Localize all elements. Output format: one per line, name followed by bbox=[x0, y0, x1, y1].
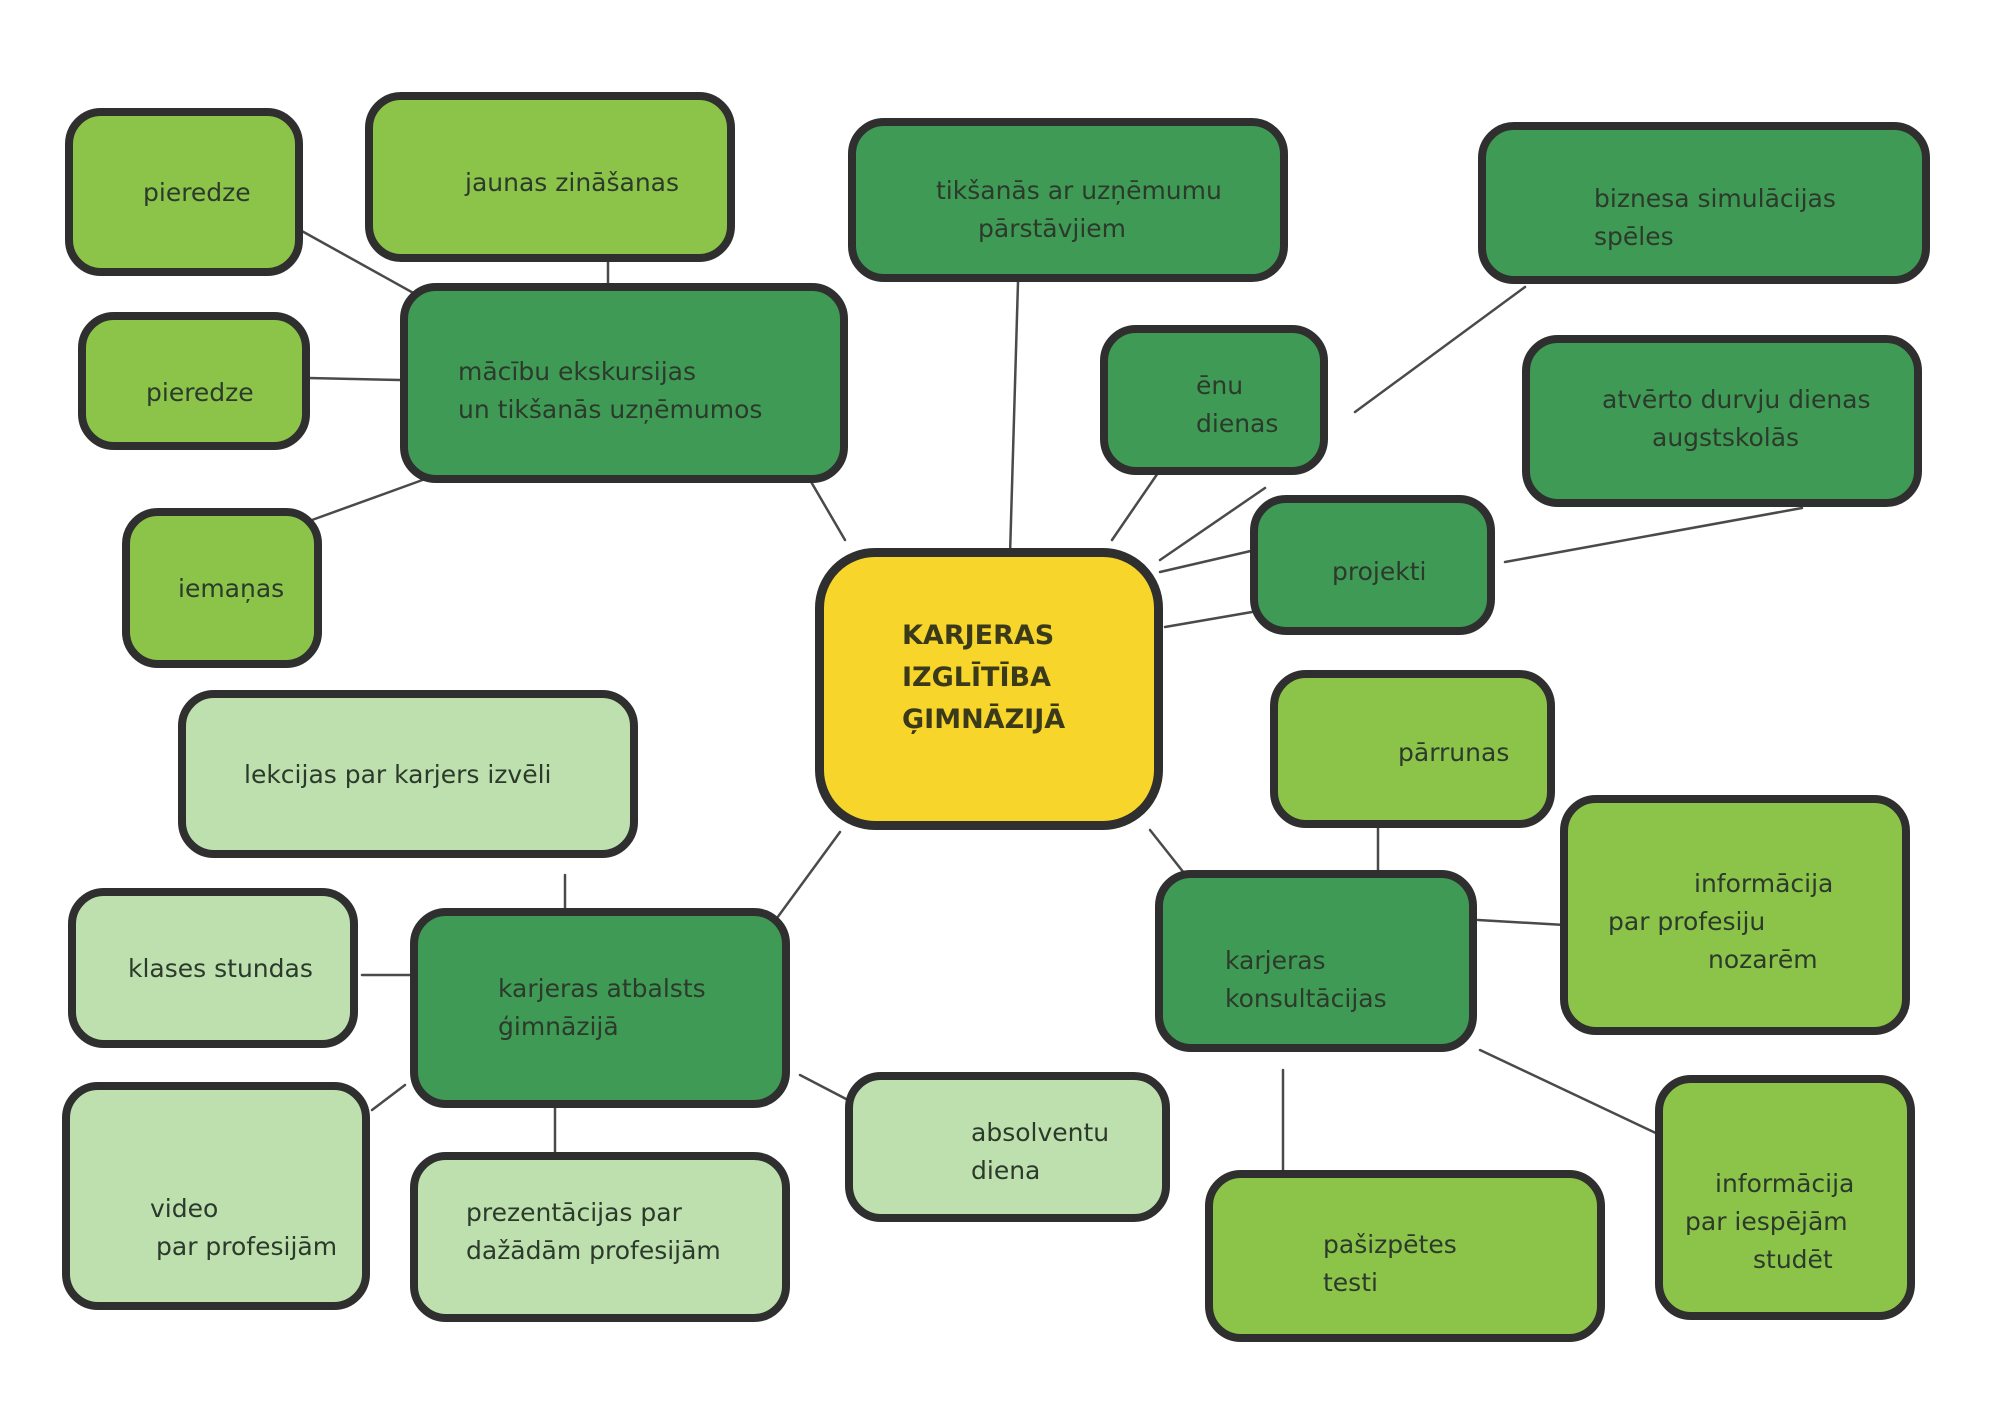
connector-line bbox=[1158, 486, 1267, 562]
connector-line bbox=[1478, 1048, 1662, 1137]
connector-line bbox=[808, 478, 847, 542]
node-label-line-2: diena bbox=[971, 1156, 1041, 1185]
connector-line bbox=[1353, 285, 1527, 414]
node-label-line-3: studēt bbox=[1753, 1245, 1833, 1274]
node-biznesa-simulacijas: biznesa simulācijas spēles bbox=[1478, 122, 1930, 284]
node-label-line-2: par profesiju bbox=[1608, 907, 1766, 936]
node-label-line-1: biznesa simulācijas bbox=[1594, 184, 1836, 213]
connector-line bbox=[775, 830, 842, 920]
node-pieredze-top: pieredze bbox=[65, 108, 303, 276]
node-label-line-1: mācību ekskursijas bbox=[458, 357, 697, 386]
node-label: iemaņas bbox=[178, 574, 285, 603]
node-tiksanas-ar-uznemumu: tikšanās ar uzņēmumu pārstāvjiem bbox=[848, 118, 1288, 282]
node-label: klases stundas bbox=[128, 954, 313, 983]
node-label-line-1: absolventu bbox=[971, 1118, 1110, 1147]
center-node: KARJERAS IZGLĪTĪBA ĢIMNĀZIJĀ bbox=[815, 548, 1163, 830]
node-informacija-studet: informācija par iespējām studēt bbox=[1655, 1075, 1915, 1320]
node-label-line-2: dienas bbox=[1196, 409, 1279, 438]
connector-line bbox=[1158, 548, 1257, 574]
node-prezentacijas: prezentācijas par dažādām profesijām bbox=[410, 1152, 790, 1322]
connector-line bbox=[310, 476, 430, 522]
node-label-line-1: prezentācijas par bbox=[466, 1198, 682, 1227]
node-informacija-nozarem: informācija par profesiju nozarēm bbox=[1560, 795, 1910, 1035]
node-label-line-2: pārstāvjiem bbox=[978, 214, 1127, 243]
node-iemanas: iemaņas bbox=[122, 508, 322, 668]
node-label: projekti bbox=[1332, 557, 1427, 586]
node-absolventu-diena: absolventu diena bbox=[845, 1072, 1170, 1222]
connector-line bbox=[1476, 918, 1567, 927]
node-enu-dienas: ēnu dienas bbox=[1100, 325, 1328, 475]
node-label: lekcijas par karjers izvēli bbox=[244, 760, 552, 789]
node-klases-stundas: klases stundas bbox=[68, 888, 358, 1048]
node-label-line-2: spēles bbox=[1594, 222, 1674, 251]
node-label-line-2: augstskolās bbox=[1652, 423, 1800, 452]
connector-line bbox=[306, 376, 402, 382]
node-label-line-2: un tikšanās uzņēmumos bbox=[458, 395, 763, 424]
center-line-1: KARJERAS bbox=[902, 620, 1055, 651]
node-projekti: projekti bbox=[1250, 495, 1495, 635]
node-label-line-1: tikšanās ar uzņēmumu bbox=[936, 176, 1222, 205]
node-label-line-2: konsultācijas bbox=[1225, 984, 1387, 1013]
node-label: pieredze bbox=[146, 378, 254, 407]
node-lekcijas: lekcijas par karjers izvēli bbox=[178, 690, 638, 858]
node-label-line-2: testi bbox=[1323, 1268, 1378, 1297]
node-label-line-1: informācija bbox=[1694, 869, 1834, 898]
node-label-line-1: atvērto durvju dienas bbox=[1602, 385, 1871, 414]
node-karjeras-atbalsts: karjeras atbalsts ģimnāzijā bbox=[410, 908, 790, 1108]
node-macibu-ekskursijas: mācību ekskursijas un tikšanās uzņēmumos bbox=[400, 283, 848, 483]
node-label-line-1: video bbox=[150, 1194, 219, 1223]
node-label-line-1: pašizpētes bbox=[1323, 1230, 1457, 1259]
node-label-line-1: karjeras atbalsts bbox=[498, 974, 706, 1003]
connector-line bbox=[1110, 468, 1162, 542]
node-label-line-2: par iespējām bbox=[1685, 1207, 1848, 1236]
node-label-line-2: ģimnāzijā bbox=[498, 1012, 619, 1041]
node-label-line-3: nozarēm bbox=[1708, 945, 1818, 974]
node-label-line-1: informācija bbox=[1715, 1169, 1855, 1198]
connector-line bbox=[1163, 610, 1254, 629]
node-parrunas: pārrunas bbox=[1270, 670, 1555, 828]
node-label-line-1: ēnu bbox=[1196, 371, 1244, 400]
node-label-line-2: dažādām profesijām bbox=[466, 1236, 721, 1265]
node-label: jaunas zināšanas bbox=[465, 168, 680, 197]
connector-line bbox=[1503, 506, 1804, 564]
node-karjeras-konsultacijas: karjeras konsultācijas bbox=[1155, 870, 1477, 1052]
center-line-2: IZGLĪTĪBA bbox=[902, 662, 1051, 693]
node-atverto-durvju: atvērto durvju dienas augstskolās bbox=[1522, 335, 1922, 507]
node-label: pārrunas bbox=[1398, 738, 1510, 767]
connector-line bbox=[1008, 280, 1020, 557]
node-jaunas-zinasanas: jaunas zināšanas bbox=[365, 92, 735, 262]
center-line-3: ĢIMNĀZIJĀ bbox=[902, 704, 1066, 735]
node-pasizpetes-testi: pašizpētes testi bbox=[1205, 1170, 1605, 1342]
connector-line bbox=[798, 1073, 850, 1102]
node-video: video par profesijām bbox=[62, 1082, 370, 1310]
node-label-line-2: par profesijām bbox=[156, 1232, 338, 1261]
node-label: pieredze bbox=[143, 178, 251, 207]
connector-line bbox=[370, 1083, 407, 1112]
node-label-line-1: karjeras bbox=[1225, 946, 1326, 975]
node-pieredze-left: pieredze bbox=[78, 312, 310, 450]
